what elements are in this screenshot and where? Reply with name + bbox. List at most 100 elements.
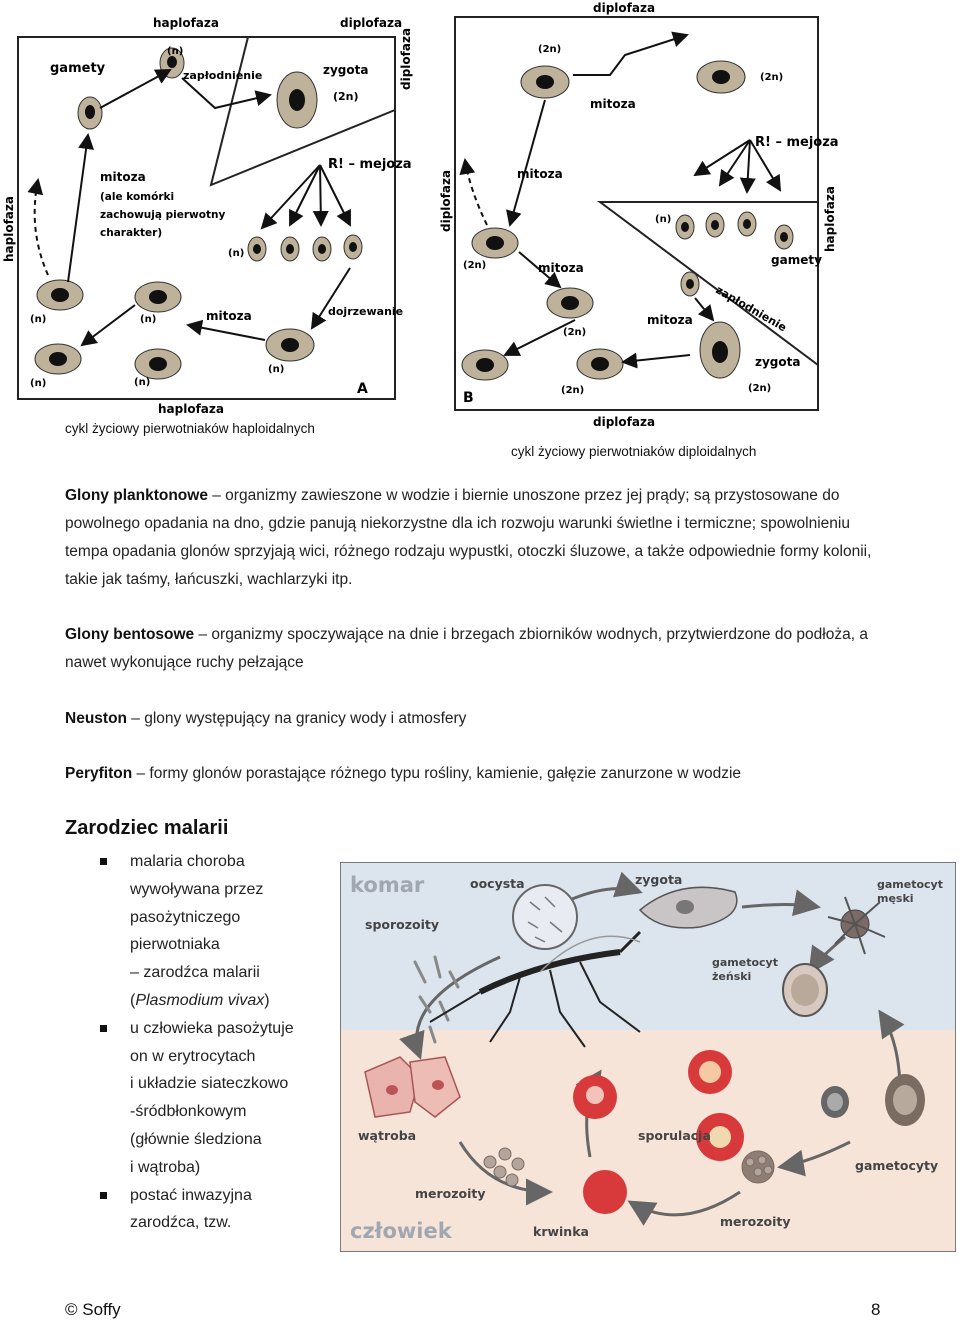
list-item: postać inwazyjna zarodźca, tzw. [100,1182,330,1238]
text-plankton: – organizmy zawieszone w wodzie i bierni… [65,487,872,588]
label-b-2n-3: (2n) [463,260,486,271]
label-b-2n-4: (2n) [563,327,586,338]
paragraph-peryfiton: Peryfiton – formy glonów porastające róż… [65,760,895,788]
caption-diploid: cykl życiowy pierwotniaków diploidalnych [511,444,757,459]
label-gamety: gamety [50,61,106,76]
label-b-mitoza-4: mitoza [647,313,693,327]
label-oocysta: oocysta [470,876,525,891]
gametocytes-cells [821,1074,925,1126]
list-line: -śródbłonkowym [130,1103,247,1121]
text-neuston: – glony występujący na granicy wody i at… [127,710,467,727]
cell-adult-2 [134,281,182,313]
label-zygota-2n: (2n) [333,90,359,103]
list-item: u człowieka pasożytuje on w erytrocytach… [100,1015,330,1182]
term-plankton: Glony planktonowe [65,487,208,504]
bullet-icon [100,858,107,865]
label-b-haplofaza-side: haplofaza [823,186,837,252]
list-line: i wątroba) [130,1158,201,1176]
cell-b-n-row [675,211,794,297]
label-czlowiek: człowiek [350,1219,453,1243]
sporozoites [413,955,460,1044]
label-sporulacja: sporulacja [638,1128,711,1143]
text-peryfiton: – formy glonów porastające różnego typu … [132,765,742,782]
bullet-icon [100,1191,107,1199]
footer-copyright: © Soffy [65,1300,121,1319]
cell-b-zygote [699,321,741,379]
label-mitoza-note-3: zachowują pierwotny [100,209,225,221]
cell-b-4 [546,287,594,319]
list-line-latin: (Plasmodium vivax) [130,987,330,1015]
cell-adult-3 [34,343,82,375]
label-zygota: zygota [323,63,368,77]
list-line: pierwotniaka [130,936,220,954]
arrows-a [27,69,351,347]
label-mitoza: mitoza [206,309,252,323]
list-line: (głównie śledziona [130,1130,262,1148]
label-a: A [357,381,368,397]
liver-cells [364,1056,461,1118]
label-b-2n-1: (2n) [538,44,561,55]
label-b-n: (n) [655,214,671,225]
label-b-mejoza: R! – mejoza [755,135,839,150]
list-line: wywoływana przez [130,880,264,898]
label-b: B [463,390,474,406]
label-b-mitoza-2: mitoza [517,167,563,181]
label-b-mitoza-3: mitoza [538,261,584,275]
term-peryfiton: Peryfiton [65,765,133,782]
mosquito-zone [340,862,956,1030]
paren-open: ( [130,991,136,1009]
haplophase-region [596,201,819,367]
mosquito [429,930,642,1048]
label-gametocyt-zenski-1: gametocyt [712,956,778,969]
label-watroba: wątroba [358,1128,416,1143]
label-mitoza-note-2: (ale komórki [100,191,174,203]
label-mitoza-note-4: charakter) [100,227,162,239]
list-line: on w erytrocytach [130,1047,256,1065]
merozoites [483,1147,775,1187]
label-merozoity-left: merozoity [415,1186,486,1201]
cell-gamete-1 [77,96,103,130]
diagram-diploid-cycle: diplofaza diplofaza haplofaza diplofaza … [439,1,839,429]
list-line: u człowieka pasożytuje [130,1019,294,1037]
male-gametocyte [827,896,886,955]
label-b-zygota: zygota [755,355,800,369]
cell-b-5 [461,349,509,381]
diagram-haploid-cycle: haplofaza diplofaza diplofaza haplofaza … [2,16,413,416]
label-n-gamete: (n) [167,46,183,57]
label-gametocyty: gametocyty [855,1158,938,1173]
label-n-5: (n) [268,364,284,375]
female-gametocyte [782,963,828,1017]
term-neuston: Neuston [65,710,127,727]
paragraph-bentos: Glony bentosowe – organizmy spoczywające… [65,621,895,677]
label-b-diplofaza-side: diplofaza [439,170,453,232]
label-komar: komar [350,873,425,897]
label-n-row: (n) [228,248,244,259]
label-b-2n-2: (2n) [760,72,783,83]
list-item: malaria choroba wywoływana przez pasożyt… [100,848,330,1015]
cell-b-1 [520,65,570,99]
label-haplofaza-top: haplofaza [153,16,219,30]
latin-name: Plasmodium vivax [135,991,265,1009]
label-haplofaza-side: haplofaza [2,196,16,262]
bullet-icon [100,1024,107,1032]
label-b-diplofaza-top: diplofaza [593,1,655,15]
cell-b-6 [576,348,624,380]
list-line: postać inwazyjna [130,1186,252,1204]
paragraph-neuston: Neuston – glony występujący na granicy w… [65,705,895,733]
label-zaplodnienie: zapłodnienie [183,69,262,82]
paragraph-plankton: Glony planktonowe – organizmy zawieszone… [65,482,895,594]
label-b-gamety: gamety [771,253,822,267]
label-n-3: (n) [30,378,46,389]
label-dojrzewanie: dojrzewanie [328,305,403,318]
cell-adult-4 [134,348,182,380]
label-diplofaza-top: diplofaza [340,16,402,30]
cell-maturing [265,328,315,362]
cell-b-3 [471,227,519,259]
arrows-b [459,31,782,369]
cell-zygote [276,71,318,129]
label-gametocyt-zenski-2: żeński [712,970,751,983]
cell-adult-1 [36,279,84,311]
label-n-1: (n) [30,314,46,325]
zygote [638,886,738,929]
oocyst [512,884,578,950]
